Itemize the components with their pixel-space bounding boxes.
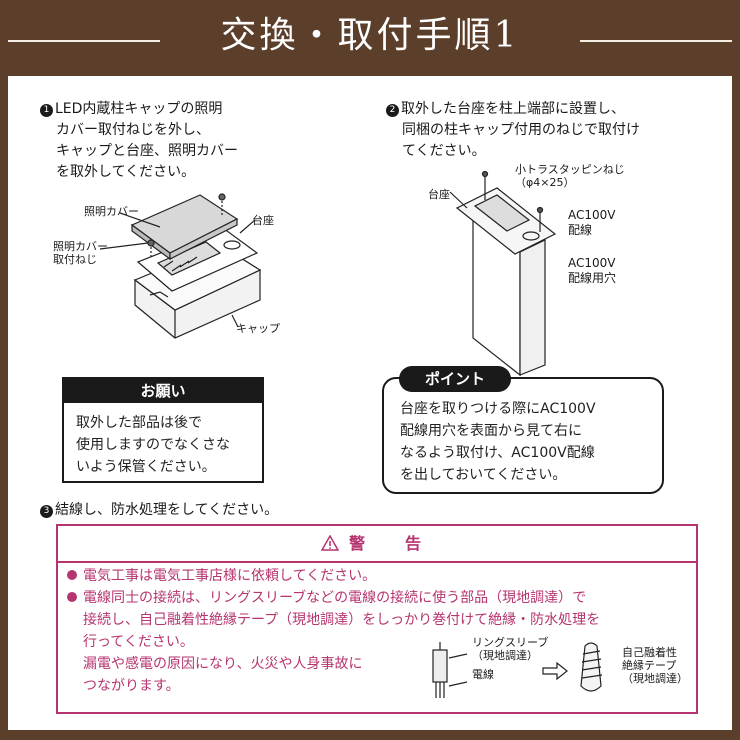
point-box: ポイント 台座を取りつける際にAC100V 配線用穴を表面から見て右に なるよう… bbox=[382, 366, 664, 494]
request-text: 取外した部品は後で 使用しますのでなくさな いよう保管ください。 bbox=[76, 415, 230, 475]
warning-item-2: 電線同士の接続は、リングスリーブなどの電線の接続に使う部品（現地調達）で bbox=[67, 587, 586, 609]
request-box: お願い 取外した部品は後で 使用しますのでなくさな いよう保管ください。 bbox=[62, 377, 264, 483]
label-cap: キャップ bbox=[236, 322, 280, 335]
page-title: 交換・取付手順1 bbox=[220, 15, 520, 56]
warning-item-2-line: 漏電や感電の原因になり、火災や人身事故に bbox=[83, 656, 363, 672]
splice-diagram bbox=[432, 642, 603, 698]
header: 交換・取付手順1 bbox=[0, 0, 740, 76]
step-number: 2 bbox=[386, 104, 399, 117]
content-panel bbox=[8, 76, 732, 730]
point-title: ポイント bbox=[399, 366, 511, 392]
warning-triangle-icon bbox=[320, 535, 339, 551]
label-insulating-tape: 自己融着性絶縁テープ（現地調達） bbox=[622, 646, 688, 685]
step1-line: キャップと台座、照明カバー bbox=[56, 143, 238, 159]
label-ring-sleeve: リングスリーブ（現地調達） bbox=[472, 636, 549, 662]
warning-item-2-line: 接続し、自己融着性絶縁テープ（現地調達）をしっかり巻付けて絶縁・防水処理を bbox=[83, 612, 601, 628]
label-base-2: 台座 bbox=[428, 188, 450, 201]
step2-line: 同梱の柱キャップ付用のねじで取付け bbox=[402, 122, 640, 138]
warning-box: 警 告 電気工事は電気工事店様に依頼してください。 電線同士の接続は、リングスリ… bbox=[56, 524, 698, 714]
step1-line: を取外してください。 bbox=[56, 164, 196, 180]
label-wire: 電線 bbox=[472, 668, 494, 681]
bullet-icon bbox=[67, 570, 77, 580]
label-cover-screw: 照明カバー取付ねじ bbox=[53, 240, 108, 266]
bullet-icon bbox=[67, 592, 77, 602]
point-text: 台座を取りつける際にAC100V 配線用穴を表面から見て右に なるよう取付け、A… bbox=[400, 401, 596, 483]
header-rule-left bbox=[8, 40, 160, 42]
step-number: 3 bbox=[40, 505, 53, 518]
label-base: 台座 bbox=[252, 214, 274, 227]
step2-line: てください。 bbox=[402, 143, 486, 159]
warning-item-2-line: 行ってください。 bbox=[83, 634, 194, 650]
request-title: お願い bbox=[64, 379, 262, 403]
warning-header: 警 告 bbox=[58, 526, 696, 563]
step-number: 1 bbox=[40, 104, 53, 117]
header-rule-right bbox=[580, 40, 732, 42]
label-cover: 照明カバー bbox=[84, 205, 139, 218]
warning-item-1: 電気工事は電気工事店様に依頼してください。 bbox=[67, 565, 376, 587]
pole-base-illustration bbox=[449, 170, 557, 377]
warning-title: 警 告 bbox=[348, 534, 433, 553]
step1-line: カバー取付ねじを外し、 bbox=[56, 122, 210, 138]
label-tapping-screw: 小トラスタッピンねじ（φ4×25） bbox=[515, 163, 625, 189]
cap-exploded-illustration bbox=[99, 193, 262, 339]
warning-item-2-line: つながります。 bbox=[83, 678, 180, 694]
